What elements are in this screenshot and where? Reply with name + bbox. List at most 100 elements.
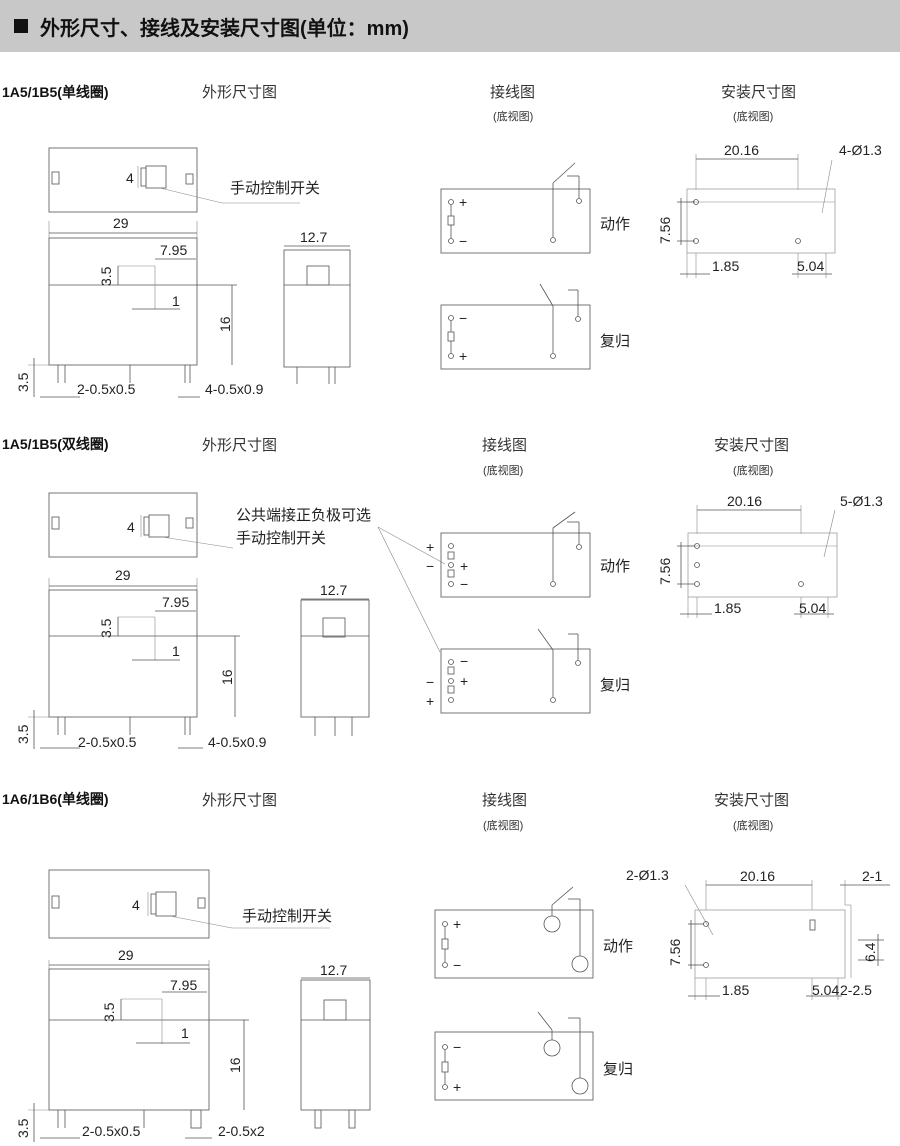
reset-label: 复归 [603,1060,633,1078]
terminal-polarity-label: − [460,653,468,669]
wiring-reset: − + 复归 [440,283,630,370]
outline-title: 外形尺寸图 [202,792,278,809]
terminal-polarity-label: − [460,576,468,592]
mount-dim-2016: 20.16 [724,142,759,158]
dim-795: 7.95 [162,594,189,610]
dim-width: 29 [118,947,134,963]
mount-title: 安装尺寸图 [714,437,790,454]
action-label: 动作 [600,216,630,233]
terminal-polarity-label: − [453,1039,461,1055]
outline-title: 外形尺寸图 [202,84,278,101]
pin-dim-a: 2-0.5x0.5 [77,381,136,397]
switch-label: 手动控制开关 [242,908,332,925]
pin-dim-b: 2-0.5x2 [218,1123,265,1139]
front-view: 29 7.95 3.5 1 16 3.5 2-0.5x0.5 2-0.5x2 [15,947,265,1142]
terminal-polarity-label: + [453,1079,461,1095]
mount-dim-185: 1.85 [714,600,741,616]
switch-label: 手动控制开关 [236,530,326,547]
mount-dim-2016: 20.16 [727,493,762,509]
dim-16: 16 [217,316,233,332]
square-bullet-icon [14,19,28,33]
top-view: 4 公共端接正负极可选 手动控制开关 [48,492,446,653]
top-view: 4 手动控制开关 [48,147,320,213]
terminal-polarity-label: + [426,539,434,555]
terminal-polarity-label: + [459,194,467,210]
wiring-subtitle: (底视图) [483,820,524,832]
dim-16: 16 [227,1057,243,1073]
terminal-polarity-label: + [459,348,467,364]
mount-dim-2016: 20.16 [740,868,775,884]
pin-dim-b: 4-0.5x0.9 [208,734,267,750]
dim-795: 7.95 [170,977,197,993]
terminal-polarity-label: + [453,916,461,932]
top-view: 4 手动控制开关 [48,869,332,939]
dim-35b: 3.5 [15,1118,31,1138]
side-view: 12.7 [283,229,351,384]
dim-16: 16 [219,669,235,685]
mount-subtitle: (底视图) [733,111,774,123]
wiring-title: 接线图 [482,437,528,454]
wiring-reset: − + 复归 [434,1011,633,1101]
terminal-polarity-label: − [453,957,461,973]
page-title: 外形尺寸、接线及安装尺寸图(单位：mm) [40,17,409,40]
mount-hole: 4-Ø1.3 [839,142,882,158]
mount-dim-185: 1.85 [712,258,739,274]
mount-title: 安装尺寸图 [714,792,790,809]
mount-dim-64: 6.4 [862,942,878,962]
mount-hole: 5-Ø1.3 [840,493,883,509]
action-label: 动作 [600,558,630,575]
wiring-subtitle: (底视图) [493,111,534,123]
mount-dim-21: 2-1 [862,868,882,884]
pin-dim-b: 4-0.5x0.9 [205,381,264,397]
pin-dim-a: 2-0.5x0.5 [78,734,137,750]
dim-side: 12.7 [300,229,327,245]
mount-subtitle: (底视图) [733,465,774,477]
dim-35a: 3.5 [98,618,114,638]
mount-view: 2-Ø1.3 20.16 2-1 7.56 6.4 [626,867,890,1000]
model-label: 1A5/1B5(单线圈) [2,84,109,100]
side-view: 12.7 [300,962,371,1129]
model-label: 1A5/1B5(双线圈) [2,436,109,452]
terminal-polarity-label: + [460,558,468,574]
common-label: 公共端接正负极可选 [236,507,371,524]
pin-dim-a: 2-0.5x0.5 [82,1123,141,1139]
dim-width: 29 [113,215,129,231]
wiring-action: + − 动作 [440,162,630,254]
terminal-polarity-label: − [459,310,467,326]
wiring-action: + − 动作 [434,886,633,979]
wiring-title: 接线图 [490,84,536,101]
mount-hole: 2-Ø1.3 [626,867,669,883]
mount-view: 20.16 4-Ø1.3 7.56 1.85 5.04 [657,142,882,278]
dim-35b: 3.5 [15,724,31,744]
mount-dim-504: 5.04 [797,258,824,274]
mount-dim-185: 1.85 [722,982,749,998]
dim-top: 4 [127,519,135,535]
outline-title: 外形尺寸图 [202,437,278,454]
model-label: 1A6/1B6(单线圈) [2,791,109,807]
dim-top: 4 [126,170,134,186]
mount-view: 20.16 5-Ø1.3 7.56 1.85 5.04 [657,493,883,618]
terminal-polarity-label: − [459,233,467,249]
front-view: 29 7.95 3.5 1 16 3.5 2-0.5x0.5 4-0.5x0. [15,567,267,750]
section-header: 外形尺寸、接线及安装尺寸图(单位：mm) [0,0,900,52]
wiring-title: 接线图 [482,792,528,809]
action-label: 动作 [603,938,633,955]
mount-subtitle: (底视图) [733,820,774,832]
dim-795: 7.95 [160,242,187,258]
wiring-subtitle: (底视图) [483,465,524,477]
side-view: 12.7 [300,582,370,736]
mount-dim-756: 7.56 [657,217,673,244]
dim-width: 29 [115,567,131,583]
dim-side: 12.7 [320,962,347,978]
mount-dim-504: 5.04 [799,600,826,616]
switch-label: 手动控制开关 [230,180,320,197]
terminal-polarity-label: + [426,693,434,709]
front-view: 29 7.95 3.5 1 16 3.5 2-0.5x0.5 4-0.5x0. [15,215,264,398]
terminal-polarity-label: − [426,558,434,574]
mount-dim-756: 7.56 [657,558,673,585]
dim-1: 1 [181,1025,189,1041]
reset-label: 复归 [600,676,630,694]
mount-dim-504: 5.04 [812,982,839,998]
